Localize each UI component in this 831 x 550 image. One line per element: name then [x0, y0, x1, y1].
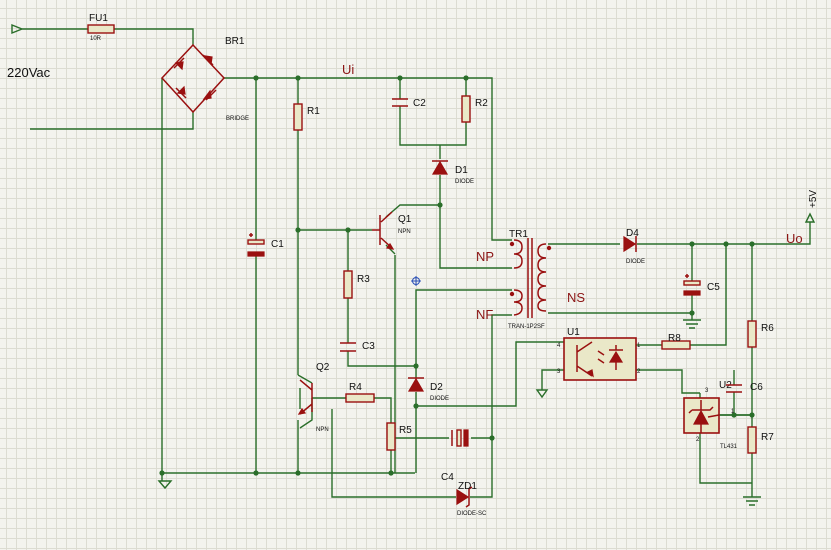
ground-symbol-u1: [535, 374, 549, 399]
d2-ref: D2: [430, 382, 443, 393]
c4-ref: C4: [441, 472, 454, 483]
diode-d1: [431, 160, 449, 175]
r7-ref: R7: [761, 432, 774, 443]
resistor-r2: [461, 95, 471, 123]
c6-ref: C6: [750, 382, 763, 393]
tr1-value: TRAN-1P2SF: [508, 324, 545, 330]
fuse-fu1: [87, 24, 115, 34]
r8-ref: R8: [668, 333, 681, 344]
shunt-regulator-u2: [683, 397, 720, 434]
zener-zd1: [456, 486, 473, 508]
diode-d2: [407, 377, 425, 392]
supply-label: 220Vac: [7, 65, 51, 80]
optocoupler-u1: [563, 337, 637, 381]
bridge-rectifier-br1: [160, 43, 226, 114]
transformer-tr1: [509, 238, 552, 318]
capacitor-c3: [340, 342, 356, 352]
ground-symbol-main: [157, 473, 173, 490]
net-ns: NS: [567, 290, 585, 305]
resistor-r3: [343, 270, 353, 299]
u2-pin2: 2: [696, 437, 700, 443]
transistor-q2: [297, 379, 313, 415]
br1-value: BRIDGE: [226, 116, 249, 122]
zd1-value: DIODE-SC: [457, 511, 487, 517]
resistor-r5: [386, 422, 396, 451]
c3-ref: C3: [362, 341, 375, 352]
zd1-ref: ZD1: [458, 481, 477, 492]
ground-symbol-c5: [683, 319, 701, 329]
fu1-value: 10R: [90, 36, 102, 42]
r1-ref: R1: [307, 106, 320, 117]
q2-ref: Q2: [316, 362, 330, 373]
net-nf: NF: [476, 307, 493, 322]
fu1-ref: FU1: [89, 13, 108, 24]
c5-ref: C5: [707, 282, 720, 293]
u2-pin3: 3: [705, 388, 709, 394]
junction-dots: [159, 75, 755, 476]
u1-ref: U1: [567, 327, 580, 338]
q1-value: NPN: [398, 229, 411, 235]
r3-ref: R3: [357, 274, 370, 285]
r2-ref: R2: [475, 98, 488, 109]
ac-input-terminal: [11, 23, 30, 35]
r5-ref: R5: [399, 425, 412, 436]
u2-value: TL431: [720, 444, 738, 450]
d4-ref: D4: [626, 228, 639, 239]
u1-pin2: 2: [637, 369, 641, 375]
net-uo: Uo: [786, 231, 803, 246]
capacitor-c1: [247, 233, 265, 257]
tr1-ref: TR1: [509, 229, 528, 240]
resistor-r8: [661, 340, 691, 350]
u2-pin1: 1: [731, 409, 735, 415]
plus5v-terminal: [804, 212, 816, 223]
resistor-r7: [747, 426, 757, 454]
capacitor-c5: [683, 274, 701, 296]
c2-ref: C2: [413, 98, 426, 109]
u1-pin4: 4: [557, 343, 561, 349]
resistor-r6: [747, 320, 757, 348]
diode-d4: [623, 235, 637, 253]
u2-ref: U2: [719, 380, 732, 391]
d2-value: DIODE: [430, 396, 449, 402]
u1-pin1: 1: [637, 343, 641, 349]
d1-value: DIODE: [455, 179, 474, 185]
net-np: NP: [476, 249, 494, 264]
c1-ref: C1: [271, 239, 284, 250]
resistor-r4: [345, 393, 375, 403]
q1-ref: Q1: [398, 214, 412, 225]
transistor-q1: [372, 211, 395, 250]
capacitor-c4: [451, 429, 469, 447]
r4-ref: R4: [349, 382, 362, 393]
net-ui: Ui: [342, 62, 354, 77]
ground-symbol-r7: [743, 493, 761, 506]
capacitor-c2: [392, 98, 408, 107]
resistor-r1: [293, 103, 303, 131]
r6-ref: R6: [761, 323, 774, 334]
probe-marker: [411, 276, 421, 286]
d1-ref: D1: [455, 165, 468, 176]
q2-value: NPN: [316, 427, 329, 433]
br1-ref: BR1: [225, 36, 245, 47]
u1-pin3: 3: [557, 369, 561, 375]
plus5v-label: +5V: [808, 190, 819, 208]
d4-value: DIODE: [626, 259, 645, 265]
capacitor-c6: [726, 384, 742, 393]
